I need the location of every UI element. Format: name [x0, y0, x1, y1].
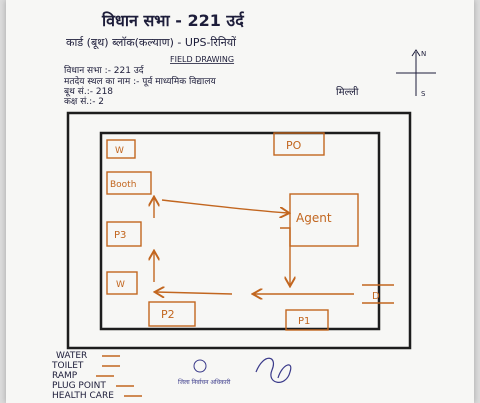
po-box: [273, 132, 325, 156]
header-subtitle: कार्ड (बूथ) ब्लॉक(कल्याण) - UPS-रिनियों: [66, 36, 236, 50]
field-drawing-svg: विधान सभा - 221 उर्द कार्ड (बूथ) ब्लॉक(क…: [51, 11, 436, 401]
building-line: मतदेय स्थल का नाम :- पूर्व माध्यमिक विद्…: [64, 75, 216, 87]
legend-item-plug-point: PLUG POINT: [52, 381, 106, 391]
booth-box: [106, 171, 152, 195]
agent-box: [289, 193, 359, 247]
booth-label: Booth: [110, 180, 136, 190]
water-label-top: W: [115, 146, 124, 156]
room-number-line: कक्ष सं.:- 2: [64, 96, 104, 107]
agent-label: Agent: [296, 211, 332, 225]
booth-number-line: बूथ सं.:- 218: [64, 86, 113, 97]
legend-item-health-care: HEALTH CARE: [52, 391, 114, 401]
drawing-label: FIELD DRAWING: [170, 55, 234, 64]
stamp-text: जिला निर्वाचन अधिकारी: [178, 378, 231, 386]
compass-south: S: [421, 90, 426, 98]
water-box-bottom: [106, 271, 138, 295]
official-stamp: जिला निर्वाचन अधिकारी: [178, 359, 231, 386]
document-sheet: विधान सभा - 221 उर्द कार्ड (बूथ) ब्लॉक(क…: [6, 0, 474, 403]
p2-box: [148, 301, 196, 327]
header-title: विधान सभा - 221 उर्द: [101, 11, 245, 30]
p3-box: [106, 221, 142, 247]
inner-wall: [99, 131, 381, 331]
p3-label: P3: [114, 230, 126, 241]
po-label: PO: [286, 139, 302, 152]
outer-wall: [66, 111, 412, 350]
p1-label: P1: [298, 316, 310, 327]
legend-item-water: WATER: [56, 351, 87, 361]
compass-icon: [396, 49, 436, 96]
signature: [255, 357, 292, 383]
compass-north: N: [421, 50, 426, 58]
legend-item-toilet: TOILET: [51, 361, 84, 371]
voter-flow-path: [154, 198, 354, 294]
water-box-top: [106, 139, 136, 159]
p1-box: [285, 309, 329, 331]
legend: WATER TOILET RAMP PLUG POINT HEALTH CARE: [51, 351, 142, 401]
water-label-bottom: W: [116, 280, 125, 290]
door-label: D: [372, 291, 380, 302]
door-icon: [362, 284, 394, 304]
p2-label: P2: [161, 308, 175, 321]
building-line-2: मिल्ली: [336, 86, 359, 98]
assembly-line: विधान सभा :- 221 उर्द: [64, 64, 144, 76]
legend-item-ramp: RAMP: [52, 371, 78, 381]
